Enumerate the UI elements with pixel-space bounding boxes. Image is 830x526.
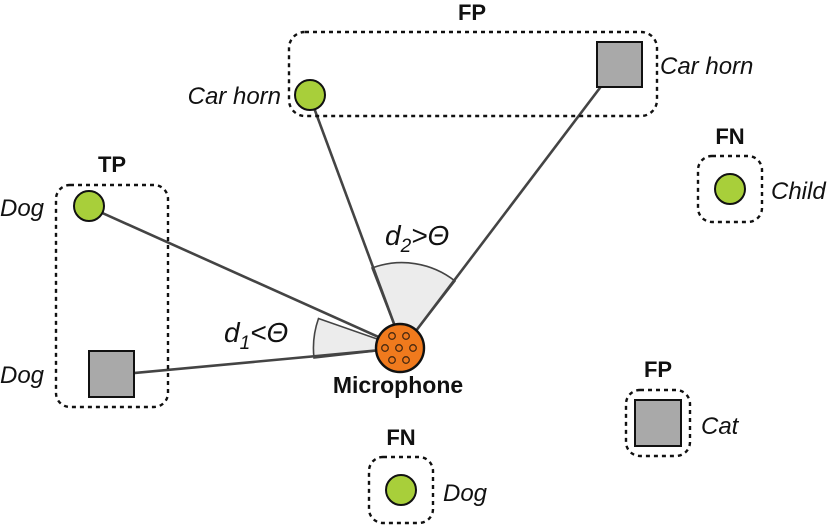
fn-dog-box [367, 455, 435, 525]
microphone-label: Microphone [333, 372, 463, 398]
dog-prediction-square [88, 350, 135, 398]
angle-label-d1: d1<Θ [224, 317, 288, 354]
car-horn-gt-label: Car horn [188, 83, 281, 110]
cat-prediction-square [634, 399, 682, 447]
fp-top-label: FP [458, 0, 486, 25]
car-horn-pred-label: Car horn [660, 53, 753, 80]
dog-bottom-ground-truth-circle [385, 474, 417, 506]
microphone-icon [374, 322, 426, 374]
angle-wedge-d2 [370, 261, 457, 350]
dog-bottom-gt-label: Dog [443, 480, 488, 507]
dog-pred-label: Dog [0, 362, 45, 389]
fp-top-box [287, 30, 659, 118]
angle-label-d2: d2>Θ [385, 220, 449, 257]
fn-child-box [696, 154, 764, 224]
cat-pred-label: Cat [701, 413, 740, 440]
child-ground-truth-circle [714, 173, 746, 205]
ray-to-car-horn-pred [401, 63, 620, 349]
dog-ground-truth-circle [73, 190, 105, 222]
ray-to-dog-gt [88, 205, 404, 350]
car-horn-prediction-square [596, 41, 643, 88]
dog-gt-label: Dog [0, 195, 45, 222]
child-gt-label: Child [771, 178, 826, 205]
fp-cat-box [624, 388, 692, 458]
fn-child-label: FN [715, 124, 744, 149]
tp-box [54, 183, 170, 409]
ray-to-dog-pred [112, 346, 404, 377]
tp-label: TP [98, 152, 126, 177]
car-horn-ground-truth-circle [294, 79, 326, 111]
fn-dog-label: FN [386, 425, 415, 450]
fp-cat-label: FP [644, 357, 672, 382]
ray-to-car-horn-gt [308, 96, 405, 349]
